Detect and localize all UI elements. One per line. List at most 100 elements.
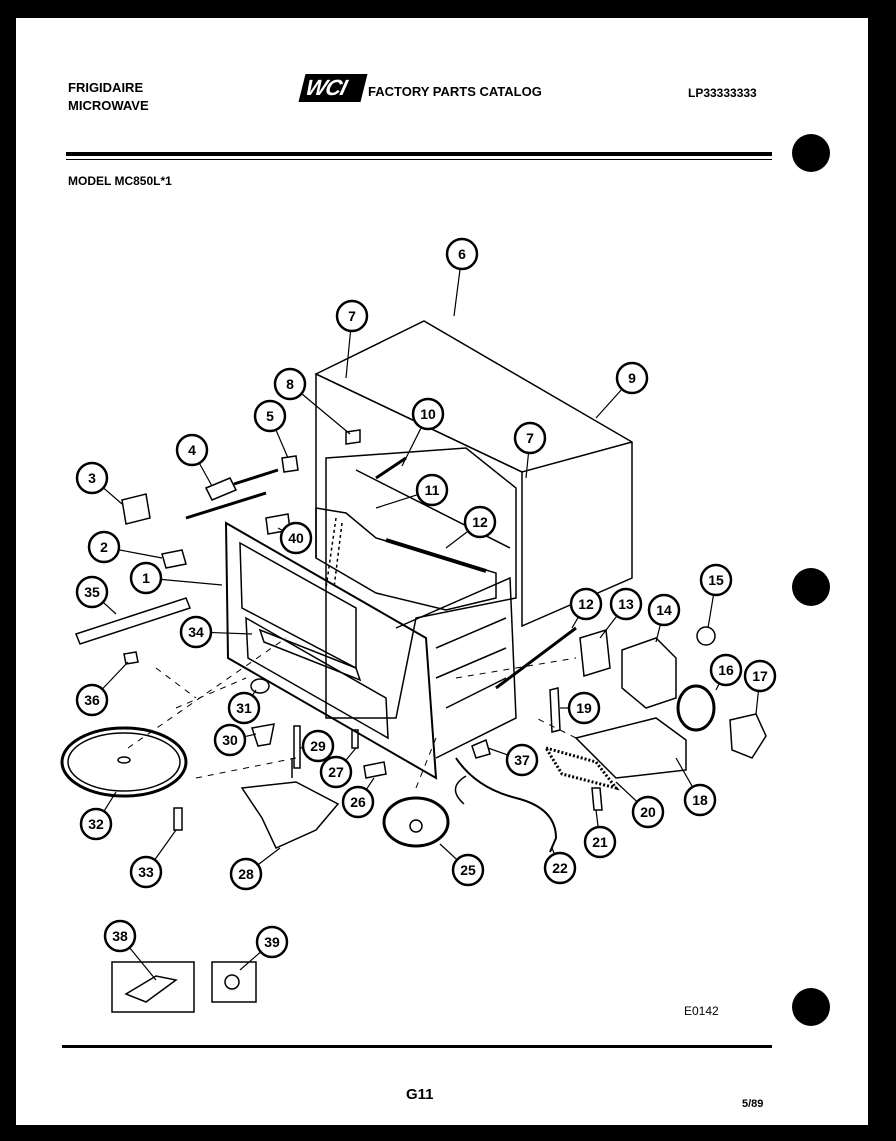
callout-leader-14 [655, 625, 661, 643]
part-35-trim [75, 597, 191, 645]
callout-number-4: 4 [188, 442, 196, 458]
callout-leader-1 [161, 578, 223, 586]
callout-number-19: 19 [576, 700, 592, 716]
callout-number-33: 33 [138, 864, 154, 880]
part-4-bulb [204, 477, 238, 501]
callout-number-32: 32 [88, 816, 104, 832]
revision-date: 5/89 [742, 1098, 764, 1110]
callout-leader-6 [453, 269, 461, 317]
callout-circle-31 [227, 691, 261, 725]
callout-leader-9 [595, 389, 622, 419]
callout-number-11: 11 [425, 482, 440, 498]
callout-circle-10 [411, 397, 445, 431]
catalog-page: FRIGIDAIRE MICROWAVE WCI FACTORY PARTS C… [16, 18, 868, 1125]
callout-circle-40 [279, 521, 313, 555]
callout-circle-4 [175, 433, 209, 467]
callout-leader-27 [345, 747, 357, 761]
callout-leader-32 [103, 791, 117, 811]
part-29-shaft [293, 725, 301, 769]
product-type: MICROWAVE [68, 98, 149, 113]
callout-leader-8 [301, 393, 351, 435]
callout-circle-21 [583, 825, 617, 859]
callout-circle-11 [415, 473, 449, 507]
part-5-holder [281, 455, 299, 473]
callout-number-17: 17 [752, 668, 768, 684]
callout-circle-26 [341, 785, 375, 819]
callout-leader-7 [525, 453, 530, 479]
part-25-ring [382, 796, 450, 848]
callout-circle-28 [229, 857, 263, 891]
callout-number-22: 22 [552, 860, 568, 876]
part-18-base-shroud [574, 717, 687, 779]
callout-number-36: 36 [84, 692, 100, 708]
callout-number-2: 2 [100, 539, 108, 555]
callout-circle-34 [179, 615, 213, 649]
part-30-lamp [251, 723, 275, 747]
callout-number-5: 5 [266, 408, 274, 424]
part-20-harness [542, 745, 620, 791]
part-8-clip [345, 429, 361, 445]
binder-hole-top [792, 134, 830, 172]
part-2-switch [161, 549, 187, 569]
callout-leader-2 [119, 549, 163, 559]
part-37-connector [471, 738, 491, 759]
callout-leader-28 [258, 847, 281, 865]
callout-circle-20 [631, 795, 665, 829]
callout-leader-16 [715, 684, 720, 691]
callout-number-14: 14 [656, 602, 672, 618]
callout-number-37: 37 [514, 752, 530, 768]
callout-number-13: 13 [618, 596, 634, 612]
callout-circle-38 [103, 919, 137, 953]
callout-circle-13 [609, 587, 643, 621]
callout-number-3: 3 [88, 470, 96, 486]
callout-number-21: 21 [592, 834, 608, 850]
footer-rule [62, 1045, 772, 1048]
part-33-coupler [173, 807, 183, 831]
callout-leader-12 [571, 617, 579, 629]
outer-cabinet-top [315, 373, 633, 473]
part-34-window [258, 628, 362, 682]
callout-leader-38 [129, 948, 157, 981]
callout-circle-36 [75, 683, 109, 717]
part-26-clip [363, 761, 387, 779]
callout-leader-33 [154, 829, 177, 860]
callout-circle-37 [505, 743, 539, 777]
callout-number-7: 7 [348, 308, 356, 324]
callout-number-38: 38 [112, 928, 128, 944]
callout-leader-30 [245, 733, 257, 737]
callout-leader-17 [755, 691, 759, 715]
brand-name: FRIGIDAIRE [68, 80, 144, 95]
callout-leader-5 [275, 430, 289, 459]
callout-number-1: 1 [142, 570, 150, 586]
callout-circle-1 [129, 561, 163, 595]
callout-leader-22 [551, 847, 555, 854]
callout-circle-12 [569, 587, 603, 621]
part-15-capacitor [696, 626, 716, 646]
callout-leader-13 [599, 616, 617, 639]
binder-hole-middle [792, 568, 830, 606]
callout-leader-37 [487, 747, 508, 756]
callout-leader-11 [375, 494, 417, 509]
callout-leader-40 [277, 527, 283, 531]
callout-leader-35 [103, 602, 117, 615]
callout-circle-5 [253, 399, 287, 433]
callout-circle-30 [213, 723, 247, 757]
part-14-blower-housing [621, 637, 677, 709]
callout-number-29: 29 [310, 738, 326, 754]
callout-circle-14 [647, 593, 681, 627]
callout-number-12: 12 [472, 514, 488, 530]
callout-circle-9 [615, 361, 649, 395]
page-number: G11 [406, 1086, 434, 1103]
callout-number-34: 34 [188, 624, 204, 640]
part-12-right-bar [495, 626, 577, 690]
callout-leader-3 [103, 488, 123, 505]
part-32-turntable [60, 726, 188, 798]
callout-circle-39 [255, 925, 289, 959]
callout-number-39: 39 [264, 934, 280, 950]
callout-circle-29 [301, 729, 335, 763]
callout-leader-25 [439, 843, 457, 860]
callout-number-26: 26 [350, 794, 366, 810]
waveguide-duct [315, 507, 497, 611]
header-rule [66, 152, 772, 156]
part-13-motor [579, 629, 611, 677]
